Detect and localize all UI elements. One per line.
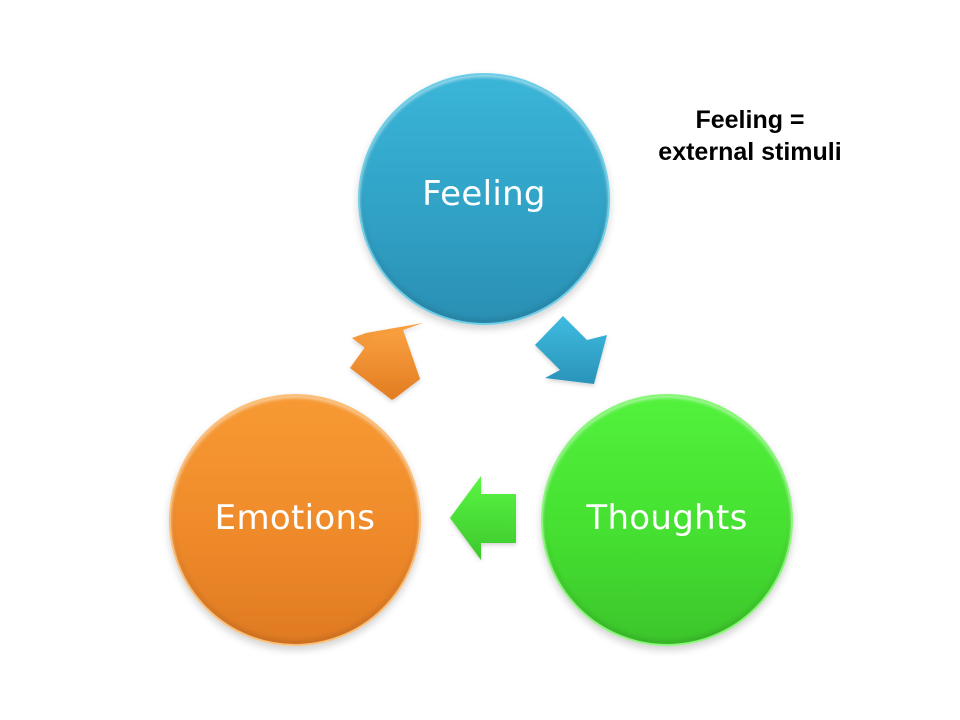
arrow-feeling-to-thoughts (535, 316, 607, 384)
node-thoughts: Thoughts (541, 394, 793, 646)
annotation-line-1: Feeling = (695, 106, 805, 134)
node-feeling: Feeling (358, 73, 610, 325)
node-feeling-label: Feeling (422, 174, 546, 214)
node-emotions: Emotions (169, 394, 421, 646)
arrow-thoughts-to-emotions (450, 476, 516, 560)
annotation-note: Feeling = external stimuli (630, 104, 870, 168)
node-thoughts-label: Thoughts (586, 498, 748, 538)
arrow-emotions-to-feeling (350, 323, 423, 400)
annotation-line-2: external stimuli (658, 138, 842, 166)
node-emotions-label: Emotions (214, 498, 376, 538)
